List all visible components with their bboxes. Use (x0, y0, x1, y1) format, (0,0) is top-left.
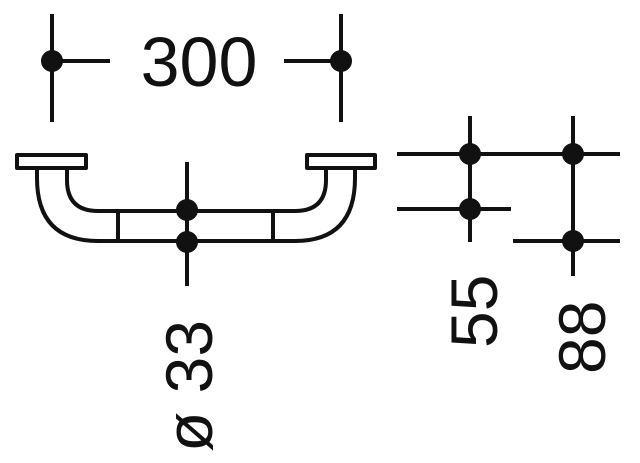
diameter-terminator-top (176, 199, 198, 221)
depth-terminator-top (562, 143, 584, 165)
depth-label: 88 (545, 301, 619, 374)
projection-dimension (397, 116, 620, 242)
width-terminator-left (41, 50, 63, 72)
width-terminator-right (330, 50, 352, 72)
projection-terminator-bottom (459, 198, 481, 220)
wall-plate-right (305, 153, 377, 170)
projection-terminator-top (459, 143, 481, 165)
diameter-terminator-bottom (176, 231, 198, 253)
diameter-label: ø 33 (152, 320, 226, 452)
width-label: 300 (141, 23, 258, 101)
depth-terminator-bottom (562, 230, 584, 252)
depth-dimension (513, 116, 620, 276)
wall-plate-left (15, 153, 88, 170)
grab-bar-front-view (15, 153, 377, 243)
projection-label: 55 (437, 275, 511, 348)
